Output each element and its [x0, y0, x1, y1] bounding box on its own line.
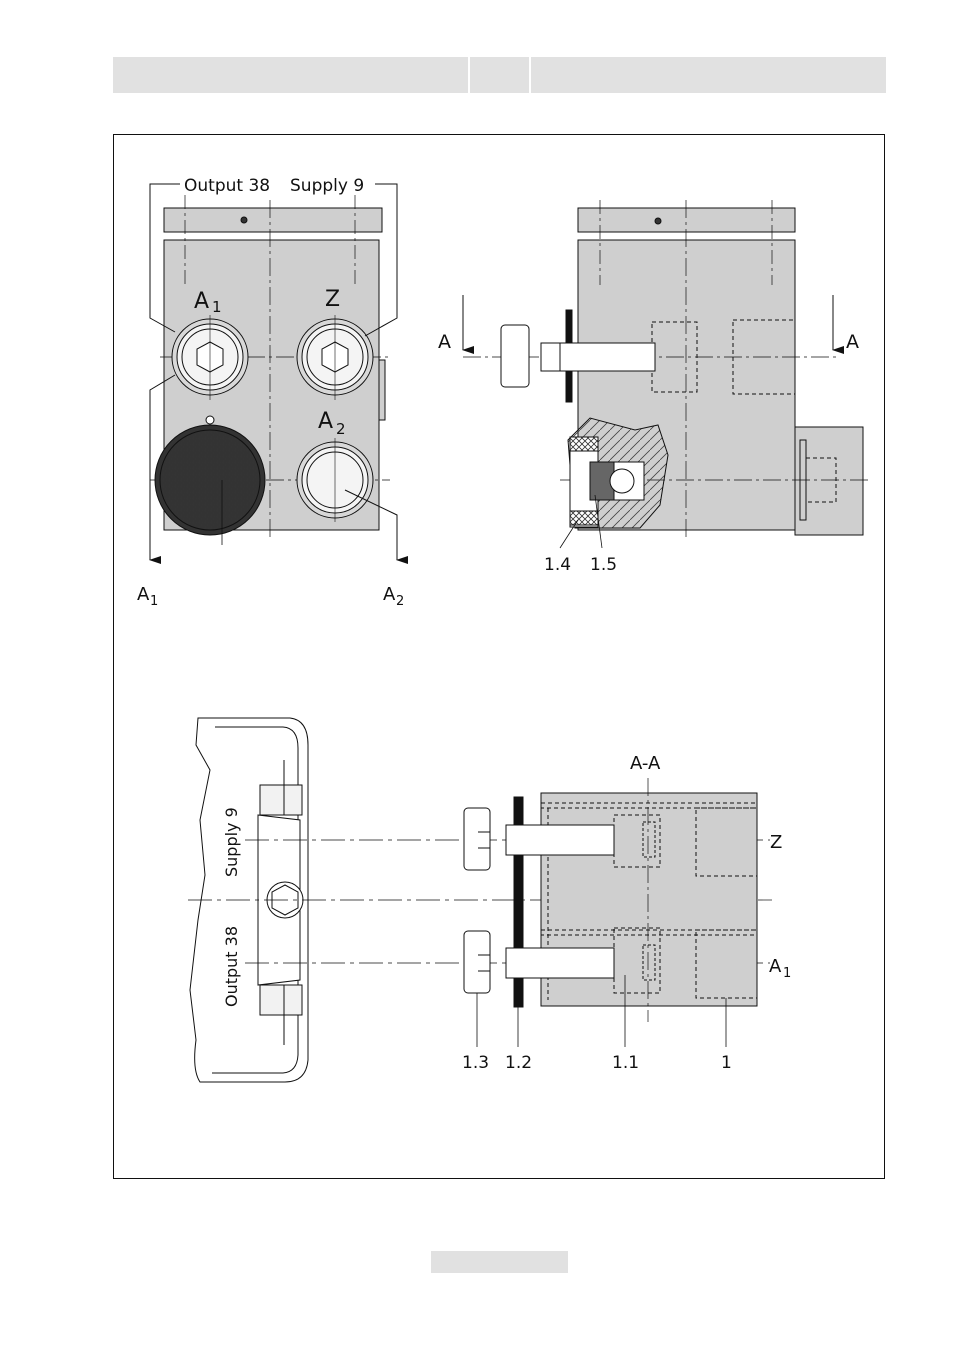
supply-9-label: Supply 9: [290, 176, 364, 196]
callout-1-4: 1.4: [544, 555, 571, 575]
port-z-label: Z: [325, 287, 340, 312]
callout-1-5: 1.5: [590, 555, 617, 575]
screw-dot: [241, 217, 247, 223]
arrow-a1-subscript: 1: [150, 594, 158, 609]
plug-1-3: [501, 325, 529, 387]
section-mark-right: A: [846, 331, 859, 353]
port-a1-label: A: [194, 289, 209, 314]
port-z-label-assembly: Z: [770, 832, 782, 853]
plug-upper: [464, 808, 490, 870]
callout-1-2: 1.2: [505, 1053, 532, 1073]
port-a2-subscript: 2: [336, 420, 346, 438]
arrow-a2-subscript: 2: [396, 594, 404, 609]
section-title-a-a: A-A: [630, 753, 661, 774]
output-38-label: Output 38: [184, 176, 270, 196]
callout-1: 1: [721, 1053, 732, 1073]
port-a1-subscript-assembly: 1: [783, 966, 791, 981]
plug-lower: [464, 931, 490, 993]
callout-1-1: 1.1: [612, 1053, 639, 1073]
bolt-upper: [506, 825, 614, 855]
view1-top-rail: [164, 208, 382, 232]
section-mark-left: A: [438, 331, 451, 353]
callout-1-3: 1.3: [462, 1053, 489, 1073]
footer-page-box: [431, 1251, 568, 1273]
view2-top-rail: [578, 208, 795, 232]
port-a1-subscript: 1: [212, 298, 222, 316]
bolt-1-1: [541, 343, 655, 371]
bolt-lower: [506, 948, 614, 978]
view3-assembly: [188, 718, 772, 1082]
port-a2-label: A: [318, 409, 333, 434]
arrow-a2-label: A: [383, 584, 396, 605]
adapter-supply-label: Supply 9: [222, 807, 241, 877]
adapter-output-label: Output 38: [222, 926, 241, 1007]
port-a1-label-assembly: A: [769, 956, 782, 977]
arrow-a1-label: A: [137, 584, 150, 605]
view1-front: [150, 184, 397, 560]
view2-side: [463, 200, 870, 548]
